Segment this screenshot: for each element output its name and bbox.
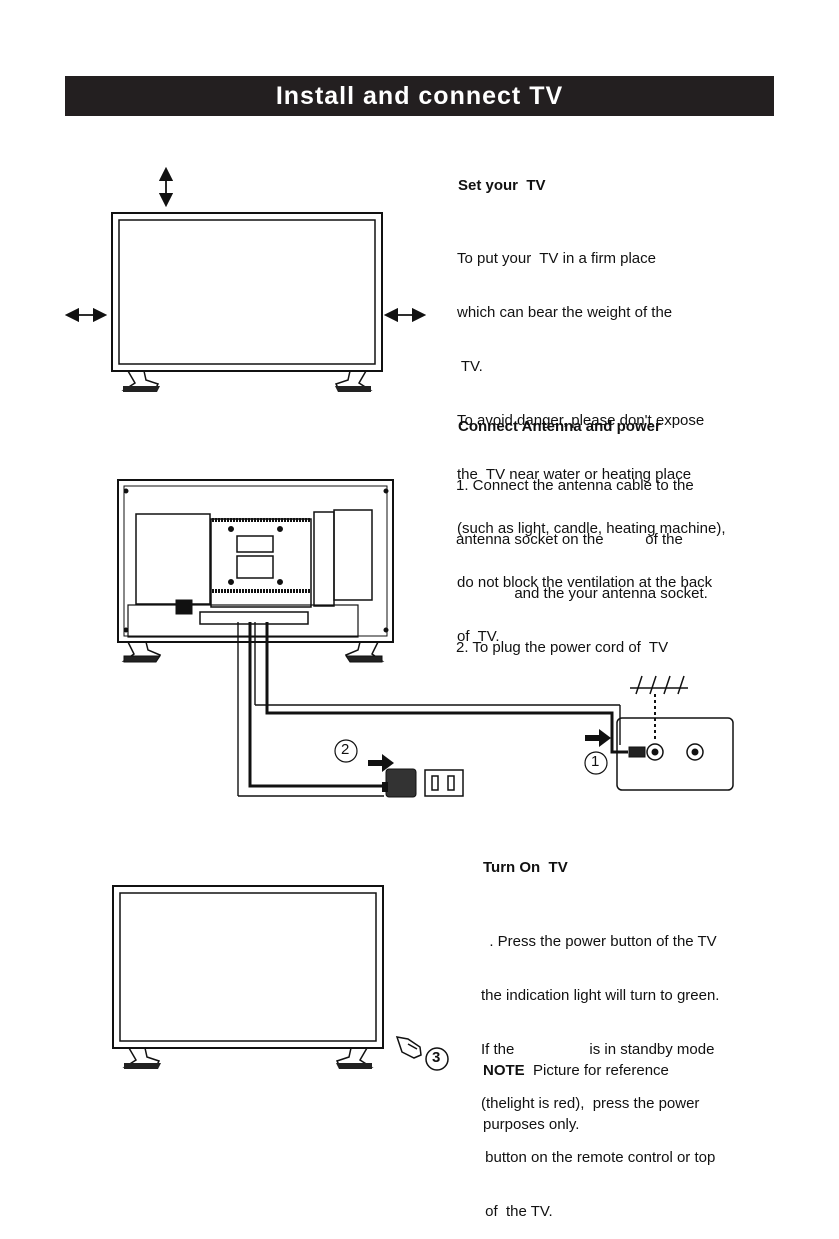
antenna-wall-socket-icon	[616, 717, 734, 791]
connect-line: 1. Connect the antenna cable to the	[456, 477, 694, 494]
set-tv-heading: Set your TV	[458, 177, 546, 194]
connect-heading: Connect Antenna and power	[458, 418, 661, 435]
power-outlet-icon	[424, 769, 464, 797]
callout-3-icon	[425, 1047, 449, 1071]
note-text: Picture for reference	[524, 1062, 669, 1079]
callout-1-icon	[584, 751, 608, 775]
turn-on-line: . Press the power button of the TV	[481, 933, 717, 950]
set-tv-line: which can bear the weight of the	[457, 304, 673, 321]
callout-3-label: 3	[432, 1049, 441, 1066]
set-tv-line: of TV.	[457, 628, 500, 645]
set-tv-line: the TV near water or heating place	[457, 466, 692, 483]
note-line-1: NOTE Picture for reference	[483, 1062, 669, 1080]
callout-1-label: 1	[591, 753, 600, 770]
callout-2-icon	[334, 739, 358, 763]
turn-on-heading: Turn On TV	[483, 859, 568, 876]
set-tv-line: do not block the ventilation at the back	[457, 574, 713, 591]
connect-line: and the your antenna socket.	[456, 585, 708, 602]
callout-2-label: 2	[341, 741, 350, 758]
power-plug-icon	[382, 768, 417, 798]
set-tv-line: (such as light, candle, heating machine)…	[457, 520, 726, 537]
set-tv-body: To put your TV in a firm place which can…	[457, 214, 725, 664]
note-line-2: purposes only.	[483, 1116, 580, 1133]
tv-front-illustration-2	[112, 885, 384, 1069]
antenna-icon	[630, 675, 688, 742]
turn-on-line: (thelight is red), press the power	[481, 1095, 700, 1112]
note-label: NOTE	[483, 1062, 525, 1079]
turn-on-body: . Press the power button of the TV the i…	[481, 897, 719, 1239]
tv-front-illustration-1	[64, 166, 427, 392]
connect-body: 1. Connect the antenna cable to the ante…	[456, 441, 708, 675]
title-banner: Install and connect TV	[65, 76, 774, 116]
note-block: NOTE Picture for reference purposes only…	[483, 1026, 669, 1152]
turn-on-line: If the is in standby mode	[481, 1041, 715, 1058]
set-tv-line: To put your TV in a firm place	[457, 250, 656, 267]
turn-on-line: of the TV.	[481, 1203, 553, 1220]
pointing-hand-icon	[395, 1036, 422, 1059]
turn-on-line: button on the remote control or top	[481, 1149, 716, 1166]
set-tv-line: To avoid danger, please don't expose	[457, 412, 705, 429]
connect-line: antenna socket on the of the	[456, 531, 683, 548]
page-title: Install and connect TV	[275, 82, 564, 110]
arrow-2-icon	[368, 754, 394, 772]
connect-line: 2. To plug the power cord of TV	[456, 639, 669, 656]
set-tv-line: TV.	[457, 358, 483, 375]
illustrations	[64, 166, 734, 1071]
turn-on-line: the indication light will turn to green.	[481, 987, 720, 1004]
arrow-1-icon	[585, 729, 611, 747]
